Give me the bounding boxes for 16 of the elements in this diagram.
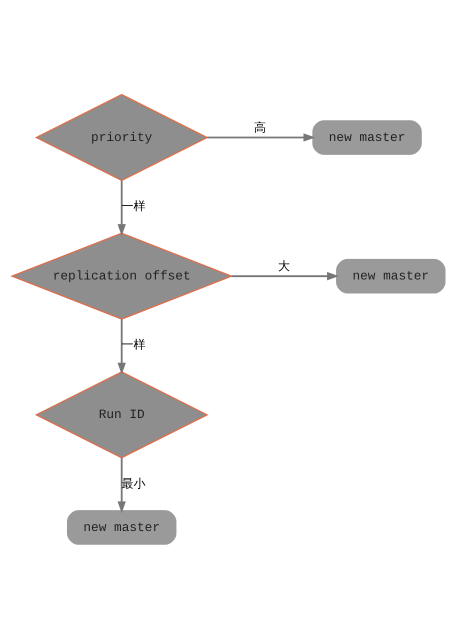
node-box: new master [336, 258, 446, 294]
edge-label: 大 [278, 259, 290, 274]
edge-label: 最小 [122, 476, 146, 490]
node-diamond: priority [34, 94, 209, 182]
edge-label: 一样 [122, 198, 146, 213]
arrow [207, 133, 316, 142]
arrow [118, 458, 126, 514]
arrow [118, 180, 126, 236]
node-diamond: Run ID [34, 371, 209, 458]
edge-label: 一样 [122, 338, 146, 352]
node-box: new master [66, 510, 176, 545]
arrow [118, 319, 126, 375]
node-box: new master [312, 120, 422, 155]
node-diamond: replication offset [10, 232, 234, 320]
edge-label: 高 [254, 120, 266, 134]
arrow [232, 272, 339, 280]
